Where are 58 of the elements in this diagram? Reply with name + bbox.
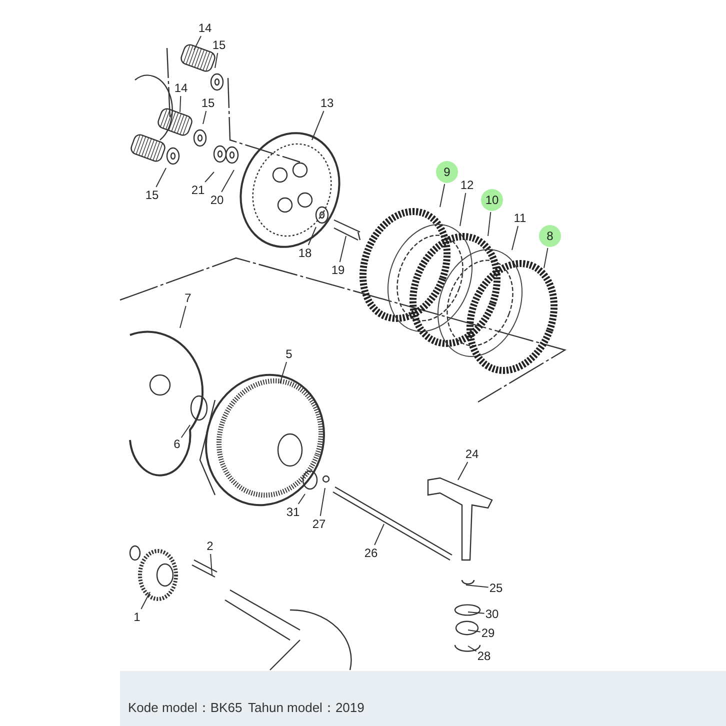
callout-number: 14 [174,81,188,95]
callout-number: 2 [206,539,214,553]
callout-number: 19 [331,263,345,277]
leader-line [312,110,324,140]
leader-line [339,236,346,262]
leader-line [374,524,384,546]
leader-line [544,248,548,268]
leader-line [468,612,485,614]
callout-number: 7 [184,291,192,305]
leader-line [204,172,214,182]
callout-number: 8 [539,225,561,247]
callout-number: 18 [298,246,312,260]
callout-number: 1 [134,610,140,624]
leader-line [468,630,481,632]
leader-line [210,554,212,576]
callout-number: 15 [212,38,226,52]
callout-number: 30 [485,607,499,621]
callout-number: 25 [489,581,503,595]
leader-line [308,226,316,246]
callout-number: 26 [364,546,378,560]
leader-line [221,170,234,192]
leader-line [280,362,288,384]
callout-number: 20 [210,193,224,207]
leader-line [180,96,182,112]
callout-number: 31 [286,505,300,519]
leader-line [214,52,218,68]
callout-number: 28 [477,649,491,663]
leader-line [458,462,468,480]
leader-line [320,488,326,516]
leader-line [468,646,477,652]
leader-line [440,184,446,208]
callout-number: 10 [481,189,503,211]
leader-line [466,584,489,588]
info-text: Kode model：BK65 [128,699,242,717]
leader-line [180,424,190,438]
leader-line [202,110,207,124]
callout-number: 14 [198,21,212,35]
leader-line [140,592,150,610]
callout-number: 29 [481,626,495,640]
callout-number: 21 [191,183,205,197]
callout-number: 15 [145,188,159,202]
callout-number: 6 [174,437,180,451]
callout-number: 13 [320,96,334,110]
callout-number: 15 [201,96,215,110]
leader-line [460,192,466,226]
leader-line [194,36,202,50]
callout-number: 5 [286,347,292,361]
callout-number: 27 [312,517,326,531]
info-text: Tahun model：2019 [248,699,364,717]
callout-number: 9 [436,161,458,183]
leader-line [488,212,492,236]
callout-number: 11 [514,211,526,225]
leader-line [180,306,186,328]
callout-number: 12 [460,178,474,192]
callout-number: 24 [465,447,479,461]
leader-line [512,226,518,250]
leader-line [156,168,166,188]
leader-line [298,494,306,504]
